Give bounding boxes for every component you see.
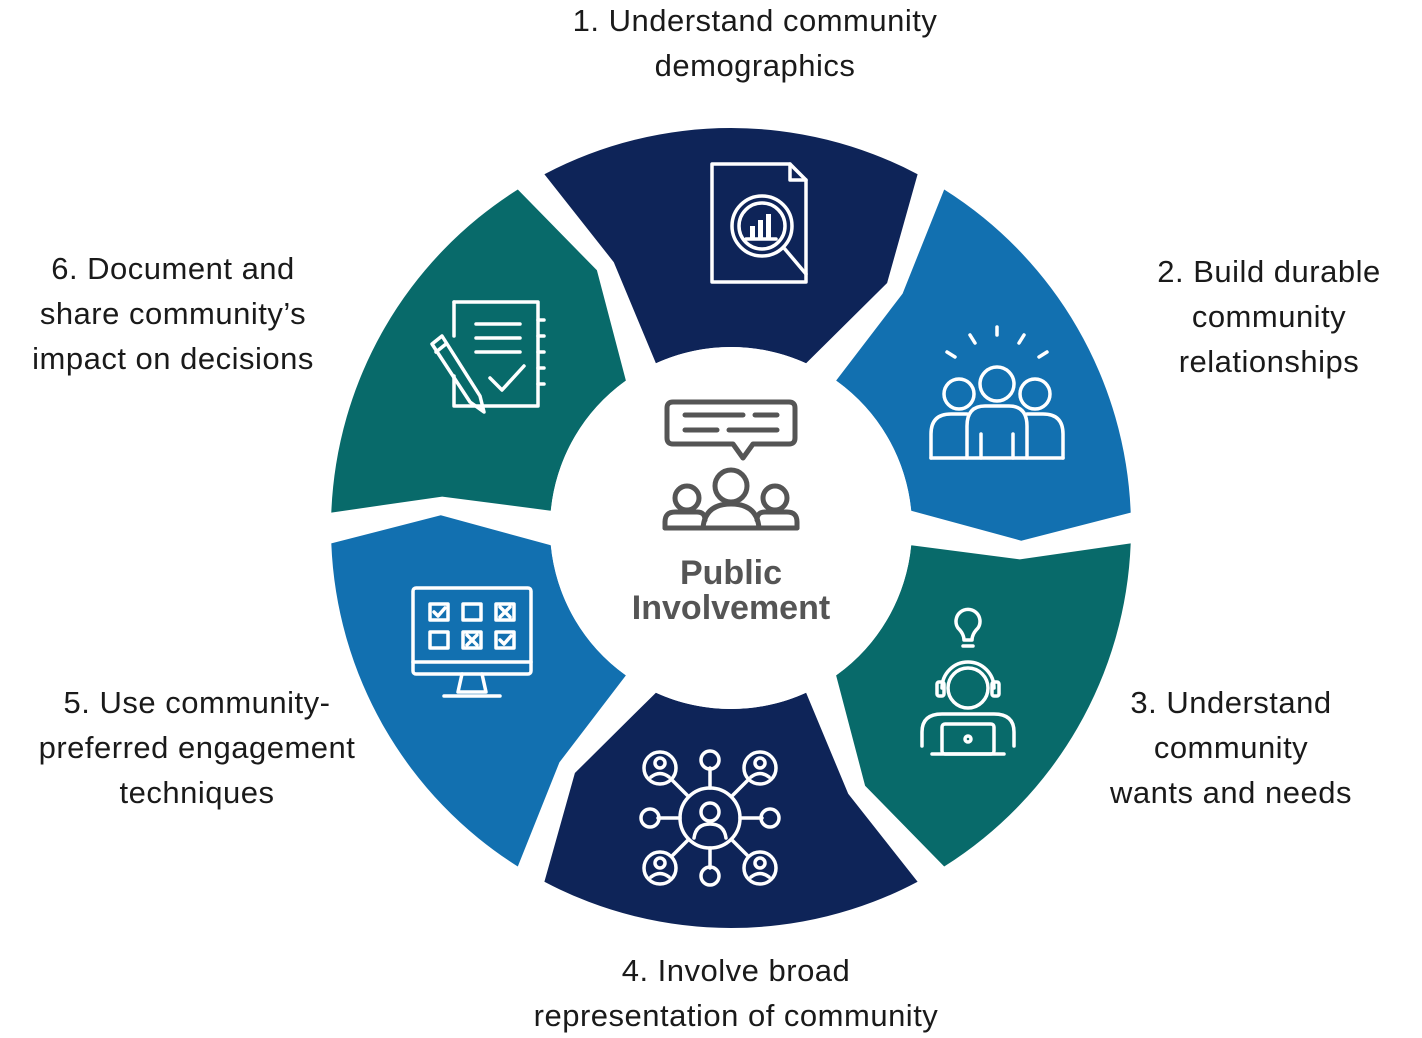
step-4-label-line-2: representation of community [533, 998, 939, 1033]
step-5-label-line-3: techniques [119, 775, 275, 810]
step-1-label-line-2: demographics [654, 48, 856, 83]
step-3-label: 3. Understand community wants and needs [1090, 680, 1372, 815]
step-4-label-line-1: 4. Involve broad [621, 953, 851, 988]
step-2-label: 2. Build durable community relationships [1128, 249, 1410, 384]
step-5-label-line-1: 5. Use community- [63, 685, 331, 720]
network-people-icon [639, 749, 781, 887]
step-2-segment [836, 189, 1131, 541]
step-1-label-line-1: 1. Understand community [572, 3, 938, 38]
notepad-pen-checkmark-icon [430, 300, 546, 414]
center-title: Public Involvement [600, 556, 862, 626]
step-6-label-line-2: share community’s [39, 296, 307, 331]
step-1-segment [544, 128, 918, 364]
person-laptop-idea-icon [920, 607, 1016, 756]
step-3-label-line-1: 3. Understand [1130, 685, 1332, 720]
step-3-label-line-3: wants and needs [1110, 775, 1352, 810]
community-group-icon [929, 325, 1065, 460]
document-data-magnifier-icon [710, 162, 808, 284]
step-2-label-line-1: 2. Build durable [1157, 254, 1381, 289]
center-title-line-1: Public [679, 554, 783, 592]
step-6-label: 6. Document and share community’s impact… [6, 246, 340, 381]
step-2-label-line-2: community [1191, 299, 1347, 334]
step-6-label-line-1: 6. Document and [51, 251, 295, 286]
step-5-label: 5. Use community- preferred engagement t… [12, 680, 382, 815]
step-2-label-line-3: relationships [1178, 344, 1360, 379]
step-4-segment [544, 692, 918, 928]
step-6-label-line-3: impact on decisions [32, 341, 314, 376]
public-meeting-speech-bubble-icon [662, 399, 800, 531]
step-4-label: 4. Involve broad representation of commu… [480, 948, 992, 1038]
step-5-label-line-2: preferred engagement [38, 730, 356, 765]
step-3-label-line-2: community [1153, 730, 1309, 765]
step-1-label: 1. Understand community demographics [520, 0, 990, 88]
step-3-segment [836, 543, 1131, 867]
monitor-checklist-icon [411, 586, 533, 698]
center-title-line-2: Involvement [631, 589, 831, 627]
